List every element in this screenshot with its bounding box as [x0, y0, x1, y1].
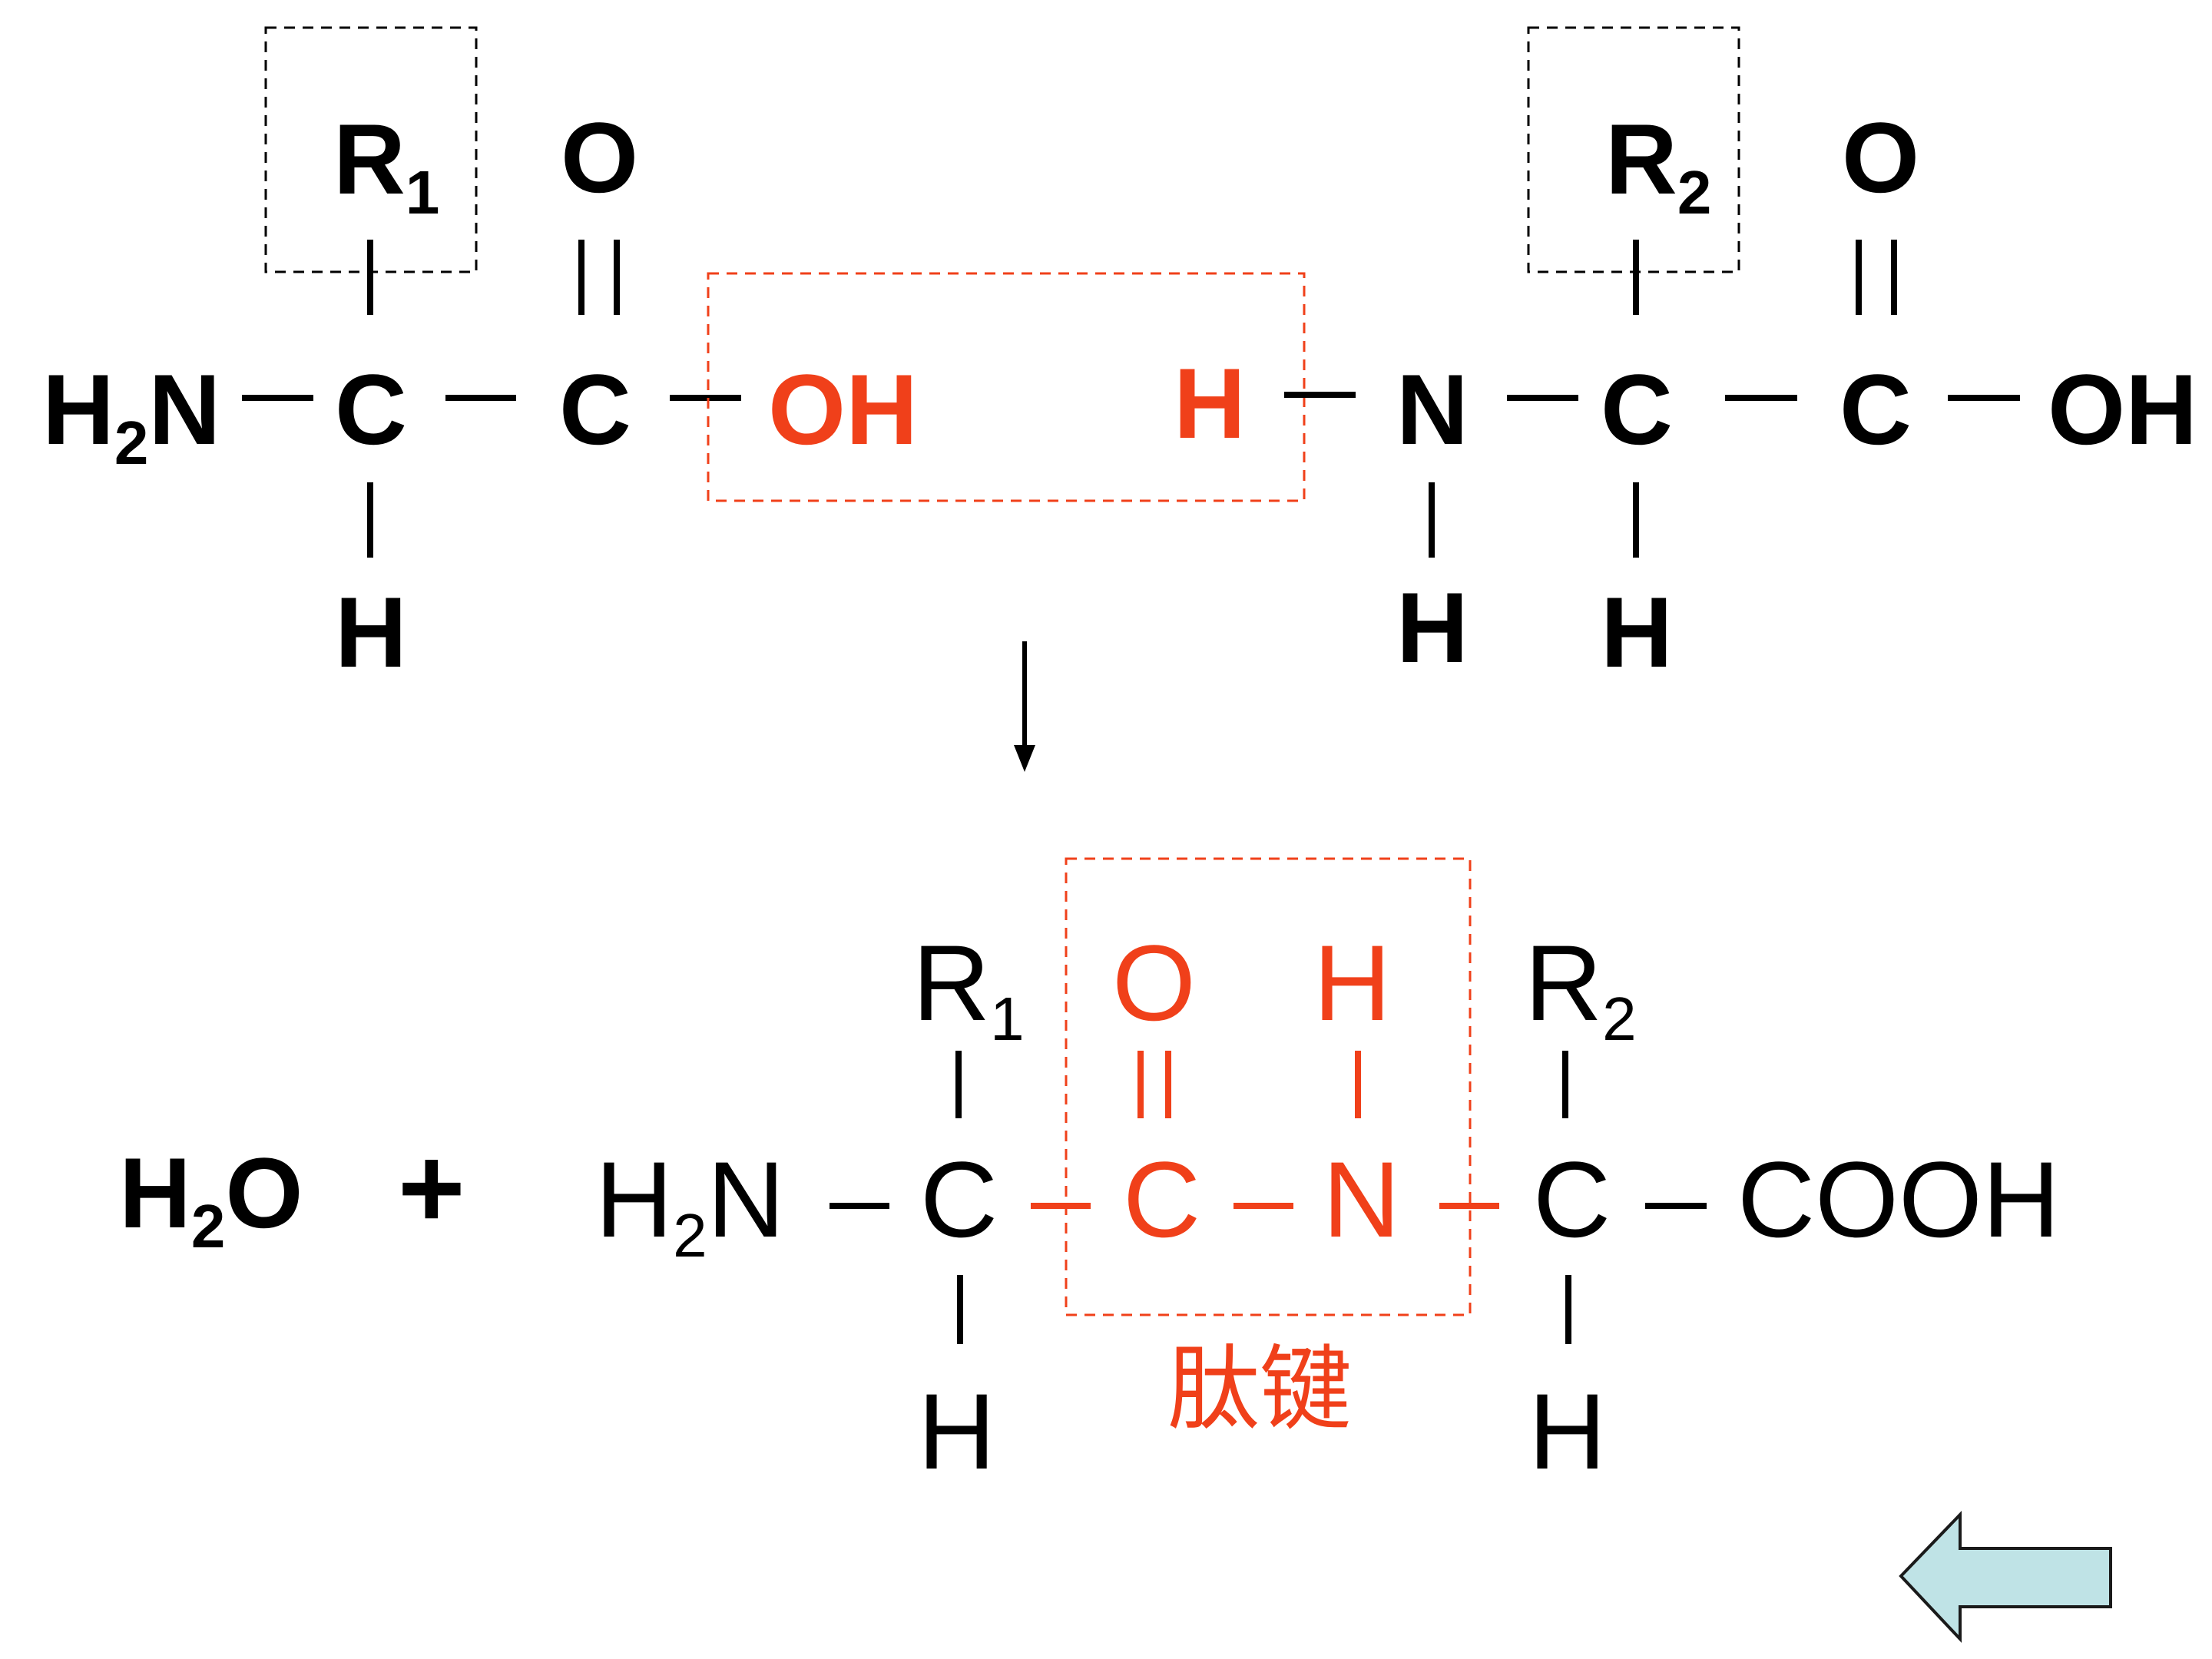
peptide-bond-box: [1065, 857, 1472, 1316]
dipeptide-cooh: COOH: [1737, 1139, 2060, 1260]
dipeptide: R1 H2N C H R2 C COOH H: [595, 922, 2060, 1492]
carbonyl-carbon-1: C: [559, 353, 631, 465]
peptide-h: H: [1313, 922, 1391, 1043]
peptide-n: N: [1323, 1139, 1400, 1260]
water-removal-group: OH H: [707, 272, 1306, 502]
hydroxyl-removed: OH: [768, 353, 918, 465]
hydrogen-removed: H: [1174, 347, 1246, 459]
peptide-bond-group: O H C N 肽键: [1031, 857, 1499, 1441]
amino-n-2: N: [1396, 353, 1469, 465]
r1-label: R1: [333, 103, 439, 227]
dipeptide-c1: C: [920, 1139, 998, 1260]
alpha-carbon-2: C: [1601, 353, 1673, 465]
water-product: H2O: [119, 1137, 303, 1260]
amino-acid-2: N R2 C O C OH H H: [1284, 26, 2197, 688]
peptide-c: C: [1123, 1139, 1200, 1260]
amino-group-1: H2N: [42, 353, 220, 477]
carbonyl-carbon-2: C: [1839, 353, 1912, 465]
peptide-o: O: [1112, 922, 1196, 1043]
dipeptide-h-bottom-left: H: [918, 1371, 995, 1492]
left-arrow-icon[interactable]: [1899, 1511, 2112, 1644]
dipeptide-h-bottom-right: H: [1528, 1371, 1606, 1492]
alpha-carbon-1: C: [335, 353, 407, 465]
amino-acid-1: R1 O H2N C C H: [42, 26, 741, 688]
dipeptide-amino-group: H2N: [595, 1139, 785, 1270]
removal-box: [707, 272, 1306, 502]
peptide-bond-label: 肽键: [1167, 1338, 1352, 1441]
h-under-c: H: [1601, 576, 1673, 688]
o2-label: O: [1842, 101, 1919, 214]
h-bottom-1: H: [335, 576, 407, 688]
o1-label: O: [561, 101, 638, 214]
dipeptide-c2: C: [1533, 1139, 1611, 1260]
dipeptide-r2: R2: [1525, 922, 1637, 1053]
r2-label: R2: [1605, 103, 1711, 227]
reaction-arrow: [1014, 641, 1035, 772]
h-under-n: H: [1396, 571, 1469, 684]
dipeptide-r1: R1: [912, 922, 1025, 1053]
plus-sign: +: [398, 1123, 465, 1252]
carboxyl-oh-2: OH: [2048, 353, 2197, 465]
